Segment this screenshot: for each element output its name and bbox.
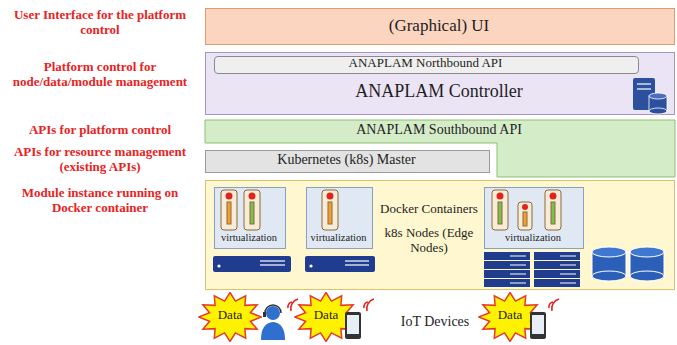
node-text: ANAPLAM Southbound API — [205, 122, 673, 138]
node-text: Data — [294, 308, 358, 323]
radio-waves — [288, 299, 559, 311]
data-burst: Data — [198, 292, 262, 342]
node-text: Kubernetes (k8s) Master — [205, 152, 488, 168]
layer-label: APIs for platform control — [0, 123, 200, 138]
node-text: ANAPLAM Controller — [205, 81, 673, 102]
k8s-master-band: Kubernetes (k8s) Master — [205, 150, 490, 173]
node-text: k8s Nodes (Edge Nodes) — [377, 226, 481, 256]
storage-disks — [592, 247, 664, 281]
container-icons — [221, 190, 561, 230]
layer-label: Platform control for node/data/module ma… — [0, 60, 200, 90]
node-text: virtualization — [306, 232, 371, 244]
ui-band: (Graphical) UI — [205, 8, 675, 45]
device-label: IoT Devices — [390, 314, 480, 330]
southbound-band — [205, 120, 675, 177]
layer-label: APIs for resource management (existing A… — [0, 145, 200, 175]
person-icon — [261, 305, 285, 340]
node-text: virtualization — [214, 232, 284, 244]
controller-band: ANAPLAM Controller ANAPLAM Northbound API — [205, 52, 675, 115]
api-bar: ANAPLAM Northbound API — [214, 56, 639, 74]
edge-servers — [213, 252, 580, 287]
node-text: Data — [198, 308, 262, 323]
node-text: (Graphical) UI — [205, 16, 673, 36]
node-text: Data — [478, 308, 542, 323]
node-text: Docker Containers — [377, 202, 481, 217]
virtualization-box: virtualization — [306, 187, 373, 249]
server-icon — [633, 78, 667, 114]
phone-icons — [345, 312, 546, 339]
layer-label: Module instance running on Docker contai… — [0, 186, 200, 216]
node-text: ANAPLAM Northbound API — [214, 56, 637, 71]
layer-label: User Interface for the platform control — [10, 8, 190, 38]
node-text: virtualization — [484, 232, 582, 244]
